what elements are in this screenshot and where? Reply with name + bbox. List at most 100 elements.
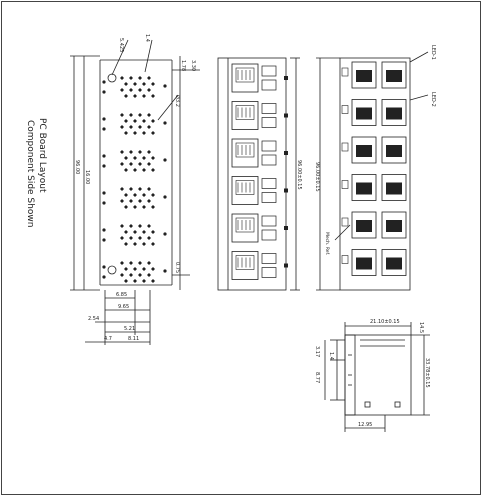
rear-jack-block	[356, 70, 372, 82]
pcb-pin	[120, 150, 124, 154]
pcb-pin	[147, 273, 151, 277]
pcb-pin	[151, 156, 155, 160]
pcb-pin	[120, 187, 124, 191]
rear-jack-block	[386, 70, 402, 82]
rear-jack-outline	[351, 211, 377, 239]
pcb-pin	[138, 125, 142, 129]
pcb-pin	[133, 279, 137, 283]
pcb-pin	[147, 162, 151, 166]
front-height-dim: 96.00±0.15	[296, 160, 302, 190]
pcb-pin	[147, 76, 151, 80]
pcb-pin	[129, 88, 133, 92]
dim-hole-dia: Ø3.2	[174, 95, 181, 107]
pcb-pin	[133, 119, 137, 123]
pcb-shield-pin	[163, 195, 167, 199]
pcb-pin	[151, 267, 155, 271]
pcb-led-pin	[102, 201, 106, 205]
rear-jack-outline	[351, 99, 377, 126]
pcb-pin	[133, 94, 137, 98]
pcb-led-pin	[102, 164, 106, 168]
pcb-led-pin	[102, 228, 106, 232]
pcb-pin	[129, 150, 133, 154]
pcb-pin	[138, 88, 142, 92]
front-mark	[284, 151, 288, 155]
side-bottom-dim: 12.95	[358, 422, 372, 428]
rear-jack-outline	[351, 174, 377, 201]
pcb-pin	[147, 125, 151, 129]
pcb-pin	[142, 230, 146, 234]
pcb-pin	[147, 113, 151, 117]
pcb-pin	[129, 113, 133, 117]
rj45-port-contacts	[235, 67, 255, 83]
pcb-pin	[138, 236, 142, 240]
pcb-pin	[142, 119, 146, 123]
rear-jack-block	[386, 145, 402, 157]
rear-tab	[341, 255, 349, 264]
rear-view	[316, 51, 429, 291]
pcb-pin	[142, 242, 146, 246]
title-shown: Component Side Shown	[25, 120, 35, 227]
rear-tab	[341, 180, 349, 189]
pcb-pin	[138, 261, 142, 265]
rj45-port-contacts	[235, 105, 255, 120]
led-window	[261, 267, 277, 278]
side-dim-b: 8.77	[314, 372, 320, 383]
rear-jack-outline	[351, 136, 377, 164]
pcb-pin	[142, 279, 146, 283]
pcb-pin-pattern	[102, 76, 167, 283]
component-side-shown-title: Component Side Shown	[25, 120, 35, 227]
dim-b3: 2.54	[88, 316, 99, 322]
rj45-port-opening	[231, 213, 259, 243]
drawing-border	[1, 1, 481, 495]
led-window	[261, 192, 277, 203]
pcb-pin	[129, 162, 133, 166]
rear-jack-block	[386, 257, 402, 270]
pcb-pin	[120, 125, 124, 129]
pcb-pin	[138, 113, 142, 117]
pcb-pin	[120, 273, 124, 277]
front-port-array	[231, 63, 288, 280]
rear-tab	[341, 217, 349, 227]
rear-jack-block	[386, 182, 402, 195]
pcb-pin	[120, 88, 124, 92]
pcb-pin	[129, 261, 133, 265]
pcb-pin	[138, 150, 142, 154]
pcb-pin	[124, 131, 128, 135]
pcb-pin	[124, 94, 128, 98]
pcb-pin	[120, 76, 124, 80]
pcb-pin	[120, 261, 124, 265]
dim-edge: 0.75	[174, 262, 180, 273]
pcb-pin	[138, 199, 142, 203]
pcb-pin	[133, 168, 137, 172]
pcb-pin	[151, 119, 155, 123]
dim-b6: 8.11	[128, 336, 139, 342]
pcb-pin	[142, 94, 146, 98]
pcb-pin	[147, 261, 151, 265]
rear-jack-block	[356, 145, 372, 157]
mech-ref-label: Mech. Ref.	[324, 232, 330, 255]
pcb-pin	[138, 273, 142, 277]
pcb-pin	[124, 168, 128, 172]
pcb-pin	[120, 113, 124, 117]
side-top-dim: 21.10±0.15	[370, 319, 400, 325]
pcb-pin	[142, 168, 146, 172]
led-window	[261, 65, 277, 77]
pcb-shield-pin	[163, 84, 167, 88]
pcb-pin	[129, 187, 133, 191]
pcb-pin	[151, 242, 155, 246]
led-window	[261, 253, 277, 264]
pcb-pin	[151, 205, 155, 209]
front-dim-group: 96.00±0.15	[296, 160, 302, 190]
pcb-pin	[120, 236, 124, 240]
led-window	[261, 79, 277, 91]
rj45-port-contacts	[235, 217, 255, 233]
pcb-pin	[124, 193, 128, 197]
dim-b2: 9.65	[118, 304, 129, 310]
rj45-port-opening	[231, 138, 259, 168]
dim-row-a: 1.78	[180, 60, 186, 71]
pcb-pin	[151, 168, 155, 172]
pcb-pin	[151, 230, 155, 234]
pcb-pin	[129, 273, 133, 277]
rj45-port-contacts	[235, 255, 255, 270]
